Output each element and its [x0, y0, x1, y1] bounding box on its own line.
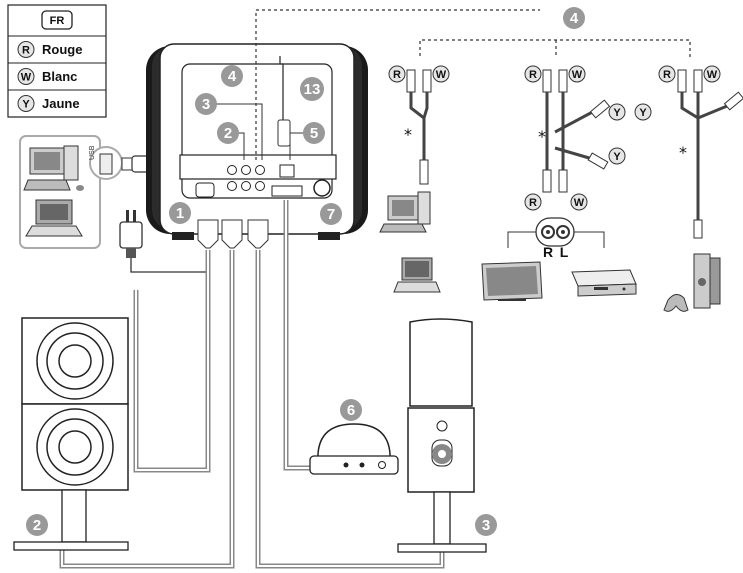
pc-source-icons: [379, 191, 441, 293]
plug-label-y-2: Y: [639, 107, 647, 119]
callout-6: 6: [340, 399, 362, 421]
color-legend: FR R Rouge W Blanc Y Jaune: [7, 4, 107, 118]
callout-4-top: 4: [221, 65, 243, 87]
svg-text:1: 1: [176, 205, 184, 222]
callout-2-top: 2: [217, 122, 245, 160]
jack-label-right: R: [543, 244, 553, 260]
svg-text:3: 3: [482, 517, 490, 534]
plug-label-w-4: W: [707, 69, 718, 81]
svg-text:4: 4: [228, 68, 237, 85]
legend-label-rouge: Rouge: [42, 42, 82, 57]
break-mark-3: *: [679, 143, 687, 162]
left-satellite-speaker: [13, 317, 129, 551]
language-badge: FR: [50, 15, 65, 27]
usb-port-label: USB: [89, 145, 96, 160]
pc-rca-cable: R W *: [388, 65, 450, 185]
desktop-computer-icon: [23, 145, 84, 191]
plug-label-y-3: Y: [613, 151, 621, 163]
break-mark-1: *: [404, 125, 412, 144]
rca-input-jacks: [227, 165, 265, 191]
svg-text:5: 5: [310, 125, 318, 142]
right-satellite-speaker: [397, 318, 487, 553]
plug-label-r-4: R: [663, 69, 671, 81]
callout-3-bottom: 3: [475, 514, 497, 536]
legend-letter-w: W: [21, 72, 32, 84]
wired-remote-control: [309, 423, 399, 475]
callout-2-bottom: 2: [26, 514, 48, 536]
legend-label-jaune: Jaune: [42, 96, 80, 111]
speaker-plugs: [197, 219, 269, 249]
jack-label-left: L: [560, 244, 569, 260]
callout-4-right: 4: [563, 7, 585, 29]
callout-3-top: 3: [195, 93, 263, 160]
plug-label-w-1: W: [436, 69, 447, 81]
svg-text:2: 2: [224, 125, 232, 142]
legend-label-blanc: Blanc: [42, 69, 77, 84]
svg-text:13: 13: [304, 81, 321, 98]
legend-letter-y: Y: [22, 99, 30, 111]
callout-1: 1: [169, 202, 191, 224]
plug-label-y-1: Y: [613, 107, 621, 119]
svg-text:6: 6: [347, 402, 355, 419]
dvd-player-icon: [571, 269, 637, 297]
plug-label-w-2: W: [572, 69, 583, 81]
svg-text:2: 2: [33, 517, 41, 534]
computer-usb-group: USB: [19, 135, 123, 249]
console-rca-cable: R W *: [658, 65, 743, 239]
svg-text:3: 3: [202, 96, 210, 113]
callout-7: 7: [320, 203, 342, 225]
laptop-icon: [25, 199, 83, 237]
break-mark-2: *: [538, 127, 546, 146]
svg-text:7: 7: [327, 206, 335, 223]
tv-rca-cable: R W Y Y Y * R W: [524, 65, 652, 211]
game-console-icon: [663, 253, 721, 312]
aux-input-dashed-lines: [255, 9, 691, 160]
rca-output-jacks: R L: [507, 217, 605, 260]
power-plug: [119, 210, 209, 273]
callout-13: 13: [300, 77, 324, 101]
legend-letter-r: R: [22, 45, 30, 57]
plug-label-r-3: R: [529, 197, 537, 209]
svg-text:4: 4: [570, 10, 579, 27]
callout-5: 5: [289, 122, 325, 160]
plug-label-r-2: R: [529, 69, 537, 81]
plug-label-w-3: W: [574, 197, 585, 209]
plug-label-r-1: R: [393, 69, 401, 81]
tv-icon: [481, 261, 543, 301]
